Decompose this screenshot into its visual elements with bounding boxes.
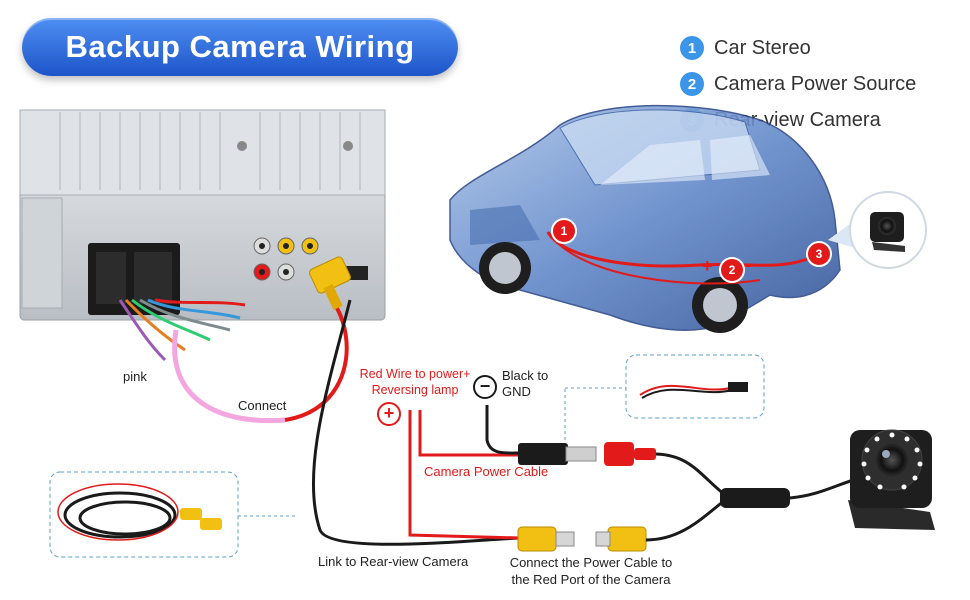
legend-item-power-source: 2 Camera Power Source — [680, 66, 916, 102]
rear-view-camera — [848, 429, 935, 530]
power-cable-connector — [518, 442, 656, 466]
red-power-wire-2 — [418, 410, 520, 457]
legend-item-car-stereo: 1 Car Stereo — [680, 30, 916, 66]
connect-power-label: Connect the Power Cable to the Red Port … — [495, 554, 687, 588]
link-to-camera-wire — [311, 299, 521, 546]
plus-terminal-icon: + — [377, 402, 401, 426]
car-marker-3: 3 — [806, 241, 832, 267]
page-title: Backup Camera Wiring — [22, 18, 458, 76]
black-gnd-line1: Black to — [502, 368, 549, 383]
camera-power-cable-label: Camera Power Cable — [424, 464, 549, 479]
connect-label: Connect — [238, 398, 287, 413]
red-wire-label-line1: Red Wire to power+ — [359, 367, 471, 381]
video-cable-connector — [517, 526, 647, 552]
video-cable-inset — [49, 471, 296, 558]
minus-terminal-icon: − — [473, 375, 497, 399]
car-marker-2: 2 — [719, 257, 745, 283]
car-stereo-unit — [19, 109, 386, 321]
legend-label: Camera Power Source — [714, 72, 917, 95]
connect-power-line2: the Red Port of the Camera — [511, 572, 671, 587]
car-minus-sign: - — [745, 254, 752, 276]
black-gnd-label: Black to GND — [502, 368, 548, 400]
link-to-camera-label: Link to Rear-view Camera — [318, 554, 469, 569]
red-wire-label-line2: Reversing lamp — [371, 383, 459, 397]
red-wire-label: Red Wire to power+ Reversing lamp — [355, 366, 475, 398]
cable-splitter — [720, 488, 790, 508]
pink-wire — [172, 329, 286, 424]
pink-wire-label: pink — [123, 369, 147, 384]
camera-thumbnail — [828, 191, 927, 269]
harness-wires — [118, 298, 246, 362]
car-marker-1: 1 — [551, 218, 577, 244]
car-plus-sign: + — [702, 256, 713, 276]
power-cable-inset — [564, 354, 765, 440]
black-gnd-wire — [485, 405, 521, 455]
red-power-wire-1 — [408, 410, 521, 540]
legend-number-2: 2 — [680, 72, 704, 96]
connect-power-line1: Connect the Power Cable to — [509, 555, 673, 570]
red-connect-wire — [284, 298, 349, 422]
car-illustration — [449, 104, 841, 333]
stereo-rca-plug — [309, 256, 351, 310]
legend-number-1: 1 — [680, 36, 704, 60]
legend-label: Car Stereo — [714, 36, 811, 59]
black-gnd-line2: GND — [502, 384, 531, 399]
